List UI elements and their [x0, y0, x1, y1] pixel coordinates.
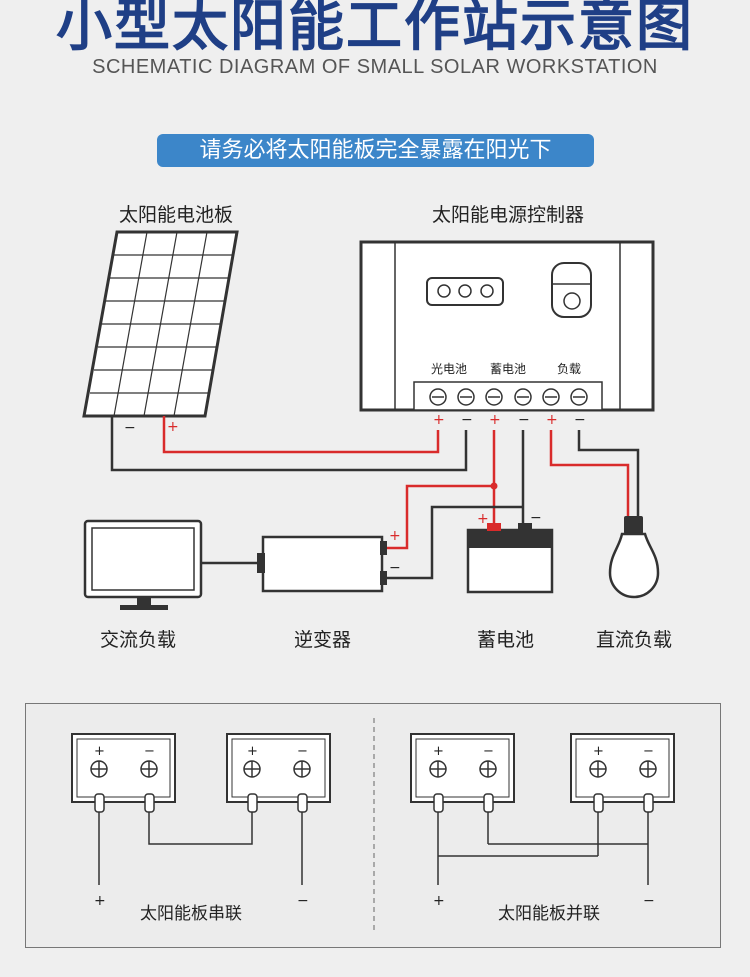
ctrl-pv-minus-sign: −: [461, 412, 473, 428]
dc-load-bulb-graphic: [608, 516, 660, 599]
ctrl-pv-plus-sign: +: [433, 412, 445, 428]
series-p2-minus: −: [297, 744, 308, 759]
parallel-p1-minus: −: [483, 744, 494, 759]
series-parallel-diagram: [71, 718, 675, 930]
solar-panel-graphic: [82, 230, 239, 418]
panel-plus-sign: +: [167, 419, 179, 435]
ac-load-label: 交流负载: [100, 629, 177, 651]
ctrl-load-plus-sign: +: [546, 412, 558, 428]
series-p1-minus: −: [144, 744, 155, 759]
controller-label: 太阳能电源控制器: [432, 204, 585, 226]
inverter-graphic: [257, 535, 387, 593]
ctrl-battery-plus-sign: +: [489, 412, 501, 428]
solar-panel-label: 太阳能电池板: [119, 204, 234, 226]
ac-load-monitor-graphic: [83, 519, 203, 610]
battery-minus-sign: −: [530, 510, 542, 526]
ctrl-battery-label: 蓄电池: [490, 362, 527, 376]
series-p2-plus: +: [247, 744, 258, 759]
controller-graphic: [359, 240, 655, 412]
series-out-plus: +: [94, 893, 106, 909]
battery-label: 蓄电池: [477, 629, 535, 651]
battery-plus-sign: +: [477, 511, 489, 527]
parallel-p1-plus: +: [433, 744, 444, 759]
ctrl-battery-minus-sign: −: [518, 412, 530, 428]
notice-banner: 请务必将太阳能板完全暴露在阳光下: [157, 134, 594, 167]
battery-graphic: [466, 523, 554, 594]
series-out-minus: −: [297, 893, 309, 909]
panel-minus-sign: −: [124, 420, 136, 436]
parallel-label: 太阳能板并联: [498, 904, 600, 924]
inverter-minus-sign: −: [389, 560, 401, 576]
series-label: 太阳能板串联: [140, 904, 242, 924]
page-title: 小型太阳能工作站示意图: [56, 0, 694, 59]
parallel-out-minus: −: [643, 893, 655, 909]
series-p1-plus: +: [94, 744, 105, 759]
wiring: [110, 416, 640, 580]
ctrl-pv-label: 光电池: [431, 362, 468, 376]
parallel-p2-plus: +: [593, 744, 604, 759]
ctrl-load-minus-sign: −: [574, 412, 586, 428]
inverter-label: 逆变器: [294, 629, 352, 651]
page-subtitle: SCHEMATIC DIAGRAM OF SMALL SOLAR WORKSTA…: [92, 56, 658, 78]
dc-load-label: 直流负载: [596, 629, 673, 651]
parallel-p2-minus: −: [643, 744, 654, 759]
ctrl-load-label: 负载: [557, 362, 582, 376]
inverter-plus-sign: +: [389, 528, 401, 544]
junction-dot: [490, 482, 498, 490]
parallel-out-plus: +: [433, 893, 445, 909]
